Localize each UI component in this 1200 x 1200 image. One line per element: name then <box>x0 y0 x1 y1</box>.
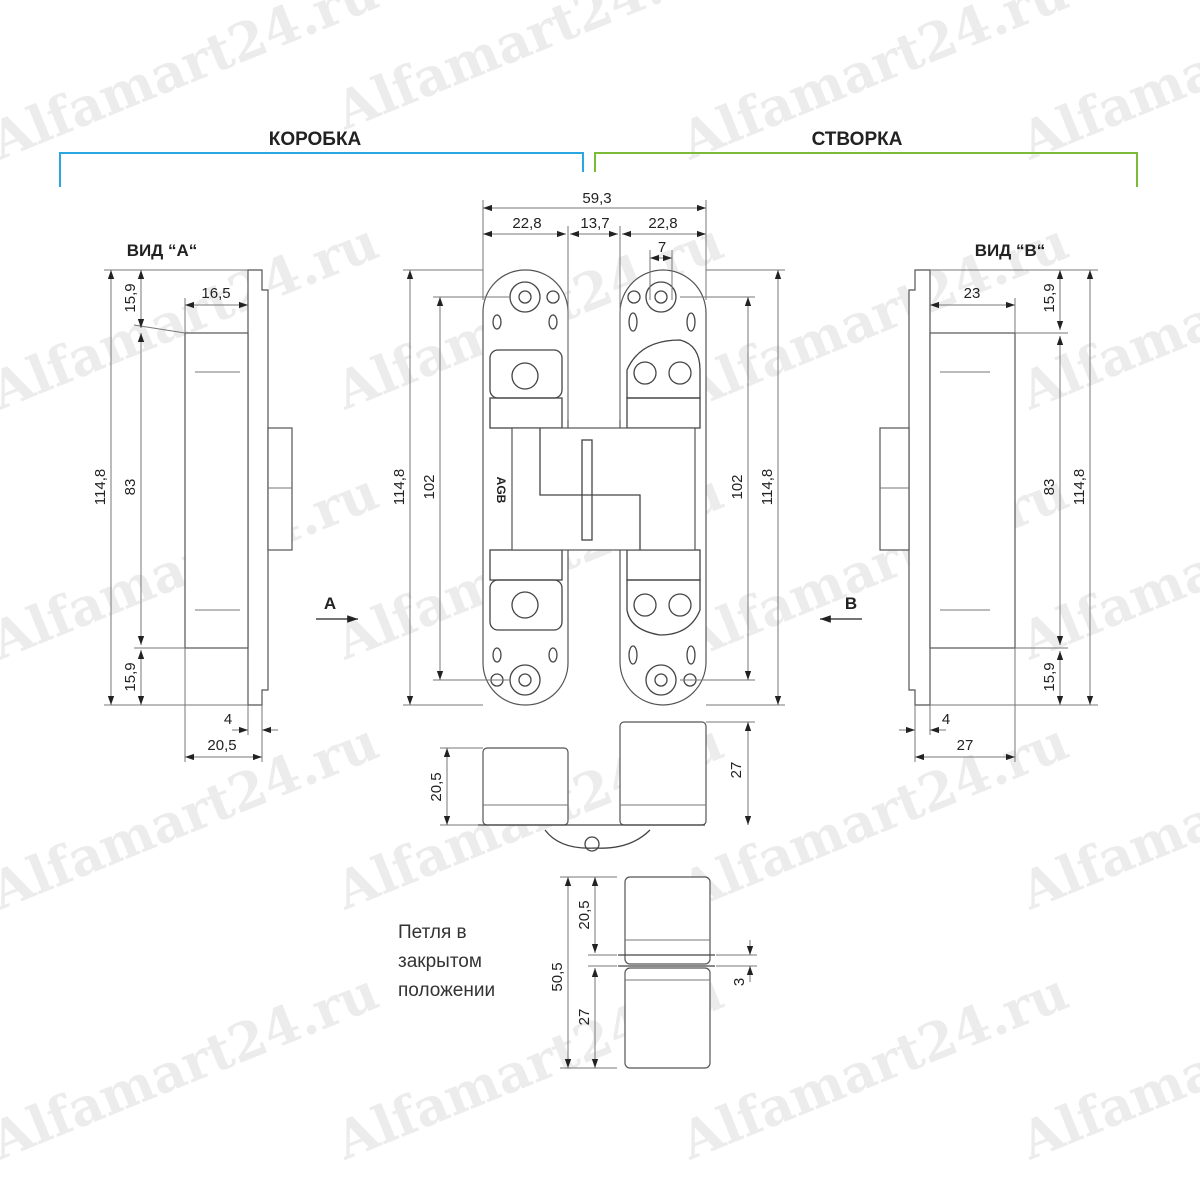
view-a-title: ВИД “A“ <box>127 241 198 260</box>
view-b-title: ВИД “B“ <box>975 241 1046 260</box>
dim-holes-right: 102 <box>729 474 746 499</box>
dim-b-bottom: 15,9 <box>1041 662 1058 691</box>
leaf-bracket <box>594 152 1138 187</box>
dim-a-total: 114,8 <box>92 469 109 505</box>
caption-line-2: закрытом <box>398 951 482 972</box>
watermark-layer: Alfamart24.ru Alfamart24.ru Alfamart24.r… <box>0 0 1200 1172</box>
arrow-b-label: B <box>845 594 857 613</box>
dim-right-leaf: 22,8 <box>648 215 677 232</box>
dim-height-left: 114,8 <box>391 469 408 505</box>
view-a: ВИД “A“ 114,8 15,9 83 15,9 16,5 4 20,5 <box>92 241 293 762</box>
dim-b-width: 23 <box>964 285 981 302</box>
section-headers: КОРОБКА СТВОРКА <box>59 129 1138 187</box>
dim-hole: 7 <box>658 239 666 256</box>
watermark: Alfamart24.ru <box>0 961 387 1172</box>
view-a-tab <box>267 427 293 551</box>
dim-b-depth: 27 <box>957 737 974 754</box>
dim-b-top: 15,9 <box>1041 283 1058 312</box>
view-b-plate <box>908 269 931 706</box>
center-block <box>511 427 696 551</box>
dim-b-total: 114,8 <box>1071 469 1088 505</box>
view-arrows: A B <box>316 594 862 623</box>
dim-holes-left: 102 <box>421 474 438 499</box>
dim-height-right: 114,8 <box>759 469 776 505</box>
hinge-open-view: 20,5 27 <box>428 721 755 852</box>
dim-open-right: 27 <box>728 762 745 779</box>
watermark: Alfamart24.ru <box>0 711 387 922</box>
view-a-body <box>184 332 249 649</box>
dim-open-left: 20,5 <box>428 772 445 801</box>
dim-closed-bottom: 27 <box>576 1009 593 1026</box>
dim-closed-top: 20,5 <box>576 900 593 929</box>
arrow-a-label: A <box>324 594 336 613</box>
hinge-closed-view: Петля в закрытом положении 50,5 20,5 27 … <box>398 876 757 1069</box>
dim-closed-gap: 3 <box>731 978 748 986</box>
dim-b-offset: 4 <box>942 711 950 728</box>
dim-a-bottom: 15,9 <box>122 662 139 691</box>
dim-left-leaf: 22,8 <box>512 215 541 232</box>
dim-a-width: 16,5 <box>201 285 230 302</box>
view-b-tab <box>879 427 910 551</box>
dim-a-depth: 20,5 <box>207 737 236 754</box>
view-b-body <box>929 332 1016 649</box>
dim-closed-total: 50,5 <box>549 962 566 991</box>
watermark: Alfamart24.ru <box>671 961 1077 1172</box>
dim-overall-width: 59,3 <box>582 190 611 207</box>
view-b: ВИД “B“ 114,8 15,9 83 15,9 23 4 27 <box>879 241 1098 762</box>
dim-a-middle: 83 <box>122 479 139 496</box>
dim-a-offset: 4 <box>224 711 232 728</box>
dim-a-top: 15,9 <box>122 283 139 312</box>
watermark: Alfamart24.ru <box>326 0 732 142</box>
dim-b-middle: 83 <box>1041 479 1058 496</box>
hinge-front-view: AGB 59,3 22,8 13,7 22,8 7 114,8 102 102 … <box>391 190 785 706</box>
view-a-plate <box>247 269 269 706</box>
caption-line-1: Петля в <box>398 922 467 943</box>
frame-bracket <box>59 152 584 187</box>
caption-line-3: положении <box>398 980 495 1001</box>
leaf-header: СТВОРКА <box>812 129 903 150</box>
brand-logo: AGB <box>494 477 508 504</box>
watermark: Alfamart24.ru <box>671 711 1077 922</box>
dim-gap: 13,7 <box>580 215 609 232</box>
frame-header: КОРОБКА <box>269 129 362 150</box>
